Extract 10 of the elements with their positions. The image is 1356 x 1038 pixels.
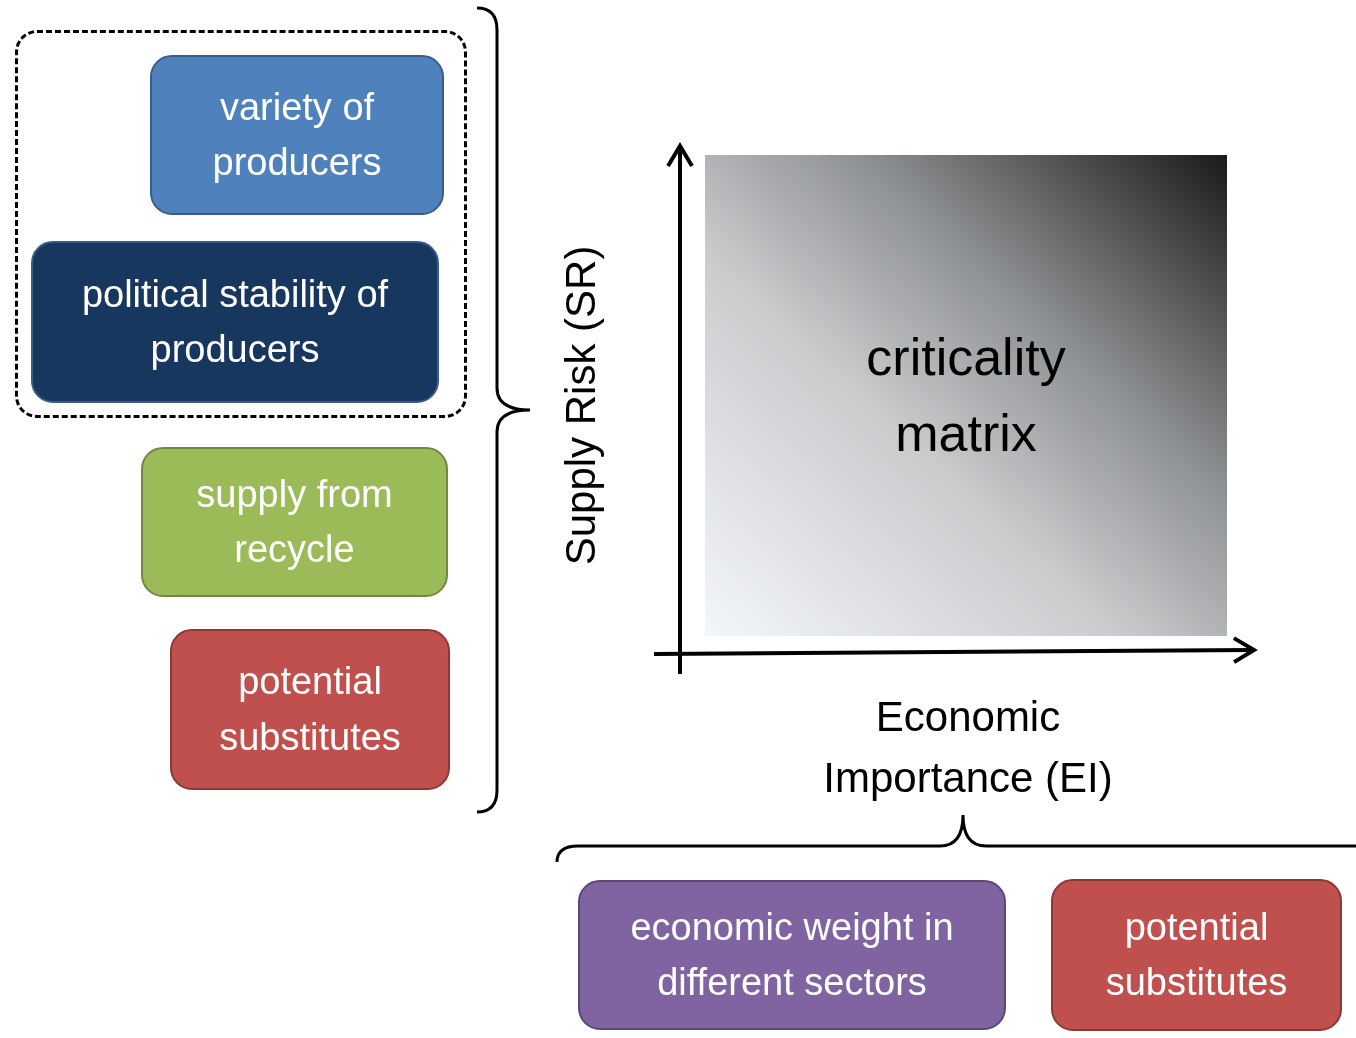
factor-box: potential substitutes (1051, 879, 1342, 1031)
criticality-matrix: criticality matrix (705, 155, 1227, 636)
dashed-group-box (15, 30, 467, 418)
axis-label: Economic Importance (EI) (822, 692, 1114, 803)
factor-box: economic weight in different sectors (578, 880, 1006, 1030)
factor-box: potential substitutes (170, 629, 450, 790)
axis-label: Supply Risk (SR) (556, 245, 606, 565)
factor-box: political stability of producers (31, 241, 439, 403)
factor-box: supply from recycle (141, 447, 448, 597)
factor-box: variety of producers (150, 55, 444, 215)
